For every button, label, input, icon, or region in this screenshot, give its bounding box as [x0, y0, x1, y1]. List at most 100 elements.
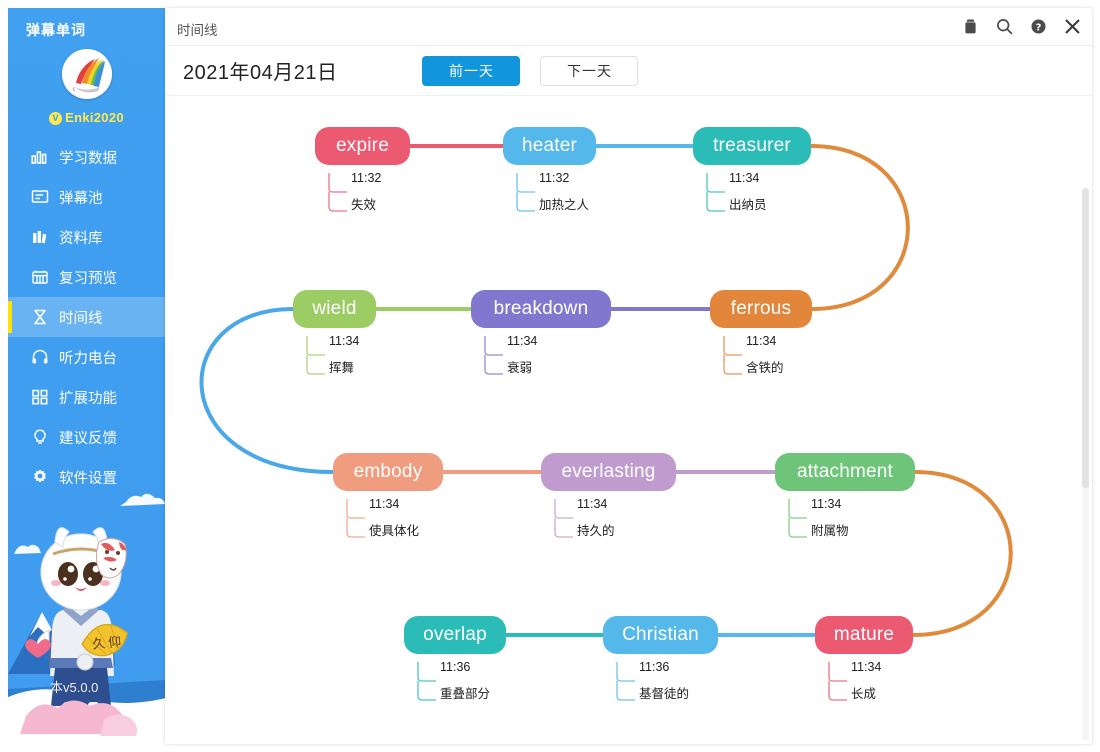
timeline-node-time: 11:36 — [639, 660, 670, 674]
sidebar-item-label: 建议反馈 — [59, 430, 117, 447]
timeline-node-time: 11:36 — [440, 660, 471, 674]
timeline-node-expire[interactable]: expire — [315, 127, 410, 165]
timeline-node-wield[interactable]: wield — [293, 290, 376, 328]
hourglass-icon — [30, 307, 50, 327]
meta-bracket-icon — [346, 499, 365, 538]
meta-bracket-icon — [788, 499, 807, 538]
main-panel: 时间线 ? — [165, 8, 1092, 744]
timeline-node-time: 11:34 — [329, 334, 360, 348]
sidebar-item-label: 复习预览 — [59, 270, 117, 287]
svg-text:仰: 仰 — [107, 635, 122, 651]
date-toolbar: 2021年04月21日 前一天 下一天 — [165, 46, 1092, 96]
timeline-node-time: 11:34 — [746, 334, 777, 348]
next-day-button[interactable]: 下一天 — [540, 55, 639, 86]
meta-bracket-icon — [554, 499, 573, 538]
svg-text:?: ? — [1035, 22, 1041, 33]
mascot-cat-icon: 久 仰 — [8, 484, 165, 744]
version-label: 本v5.0.0 — [50, 680, 99, 695]
timeline-node-definition: 持久的 — [577, 524, 615, 538]
sidebar-item-feedback[interactable]: 建议反馈 — [8, 417, 165, 457]
sidebar-item-danmu-pool[interactable]: 弹幕池 — [8, 177, 165, 217]
timeline-node-definition: 长成 — [851, 687, 877, 701]
title-bar: 时间线 ? — [165, 8, 1092, 46]
timeline-node-time: 11:34 — [507, 334, 538, 348]
sidebar-item-label: 时间线 — [59, 310, 103, 327]
sidebar-item-label: 软件设置 — [59, 470, 117, 487]
timeline-node-overlap[interactable]: overlap — [404, 616, 506, 654]
timeline-node-definition: 失效 — [351, 198, 377, 212]
vertical-scrollbar[interactable] — [1082, 188, 1089, 740]
trash-icon[interactable] — [960, 15, 980, 37]
timeline-node-heater[interactable]: heater — [503, 127, 596, 165]
meta-bracket-icon — [828, 662, 847, 701]
timeline-node-time: 11:34 — [369, 497, 400, 511]
sidebar-item-extensions[interactable]: 扩展功能 — [8, 377, 165, 417]
username-label: Enki2020 — [65, 110, 124, 125]
timeline-node-definition: 附属物 — [811, 524, 849, 538]
meta-bracket-icon — [516, 173, 535, 212]
grid-icon — [30, 387, 50, 407]
timeline-node-attachment[interactable]: attachment — [775, 453, 915, 491]
sidebar-item-settings[interactable]: 软件设置 — [8, 457, 165, 497]
timeline-node-time: 11:34 — [851, 660, 882, 674]
timeline-node-definition: 挥舞 — [329, 361, 355, 375]
timeline-node-definition: 出纳员 — [729, 198, 767, 212]
timeline-node-definition: 含铁的 — [746, 361, 784, 375]
timeline-node-definition: 使具体化 — [369, 524, 420, 538]
meta-bracket-icon — [417, 662, 436, 701]
current-date-label: 2021年04月21日 — [183, 62, 338, 84]
sidebar-item-timeline[interactable]: 时间线 — [8, 297, 165, 337]
avatar[interactable] — [61, 49, 112, 99]
svg-text:久: 久 — [92, 636, 107, 652]
gear-icon — [30, 467, 50, 487]
sidebar-item-review-preview[interactable]: 复习预览 — [8, 257, 165, 297]
sidebar-nav: 学习数据 弹幕池 资料库 — [8, 137, 165, 497]
timeline-node-mature[interactable]: mature — [815, 616, 913, 654]
timeline-node-time: 11:34 — [729, 171, 760, 185]
sidebar-item-label: 资料库 — [59, 230, 103, 247]
sidebar-item-label: 弹幕池 — [59, 190, 103, 207]
timeline-node-time: 11:34 — [811, 497, 842, 511]
meta-bracket-icon — [484, 336, 503, 375]
help-icon[interactable]: ? — [1028, 15, 1048, 37]
lightbulb-icon — [30, 427, 50, 447]
meta-bracket-icon — [723, 336, 742, 375]
meta-bracket-icon — [306, 336, 325, 375]
timeline-node-embody[interactable]: embody — [333, 453, 443, 491]
timeline-node-everlasting[interactable]: everlasting — [541, 453, 676, 491]
meta-bracket-icon — [706, 173, 725, 212]
feather-logo-icon — [61, 49, 112, 99]
mascot-illustration: 久 仰 本v5.0.0 — [8, 484, 165, 744]
sidebar-item-label: 学习数据 — [59, 150, 117, 167]
sidebar-item-library[interactable]: 资料库 — [8, 217, 165, 257]
calendar-icon — [30, 267, 50, 287]
sidebar-item-listening-radio[interactable]: 听力电台 — [8, 337, 165, 377]
close-icon[interactable] — [1062, 15, 1082, 37]
previous-day-button[interactable]: 前一天 — [422, 55, 521, 86]
search-icon[interactable] — [994, 15, 1014, 37]
scrollbar-thumb[interactable] — [1082, 188, 1089, 488]
timeline-node-breakdown[interactable]: breakdown — [471, 290, 611, 328]
timeline-node-time: 11:34 — [577, 497, 608, 511]
sidebar-item-study-data[interactable]: 学习数据 — [8, 137, 165, 177]
sidebar-item-label: 扩展功能 — [59, 390, 117, 407]
headphones-icon — [30, 347, 50, 367]
timeline-node-definition: 衰弱 — [507, 361, 533, 375]
comment-box-icon — [30, 187, 50, 207]
window-controls: ? — [960, 15, 1082, 37]
meta-bracket-icon — [616, 662, 635, 701]
timeline-node-time: 11:32 — [351, 171, 382, 185]
app-brand: 弹幕单词 — [26, 22, 86, 38]
bar-chart-icon — [30, 147, 50, 167]
meta-bracket-icon — [328, 173, 347, 212]
timeline-node-definition: 重叠部分 — [440, 687, 491, 701]
avatar-container — [8, 49, 165, 104]
timeline-node-definition: 基督徒的 — [639, 687, 690, 701]
timeline-node-ferrous[interactable]: ferrous — [710, 290, 812, 328]
timeline-node-treasurer[interactable]: treasurer — [693, 127, 811, 165]
sidebar-item-label: 听力电台 — [59, 350, 117, 367]
timeline-node-christian[interactable]: Christian — [603, 616, 718, 654]
